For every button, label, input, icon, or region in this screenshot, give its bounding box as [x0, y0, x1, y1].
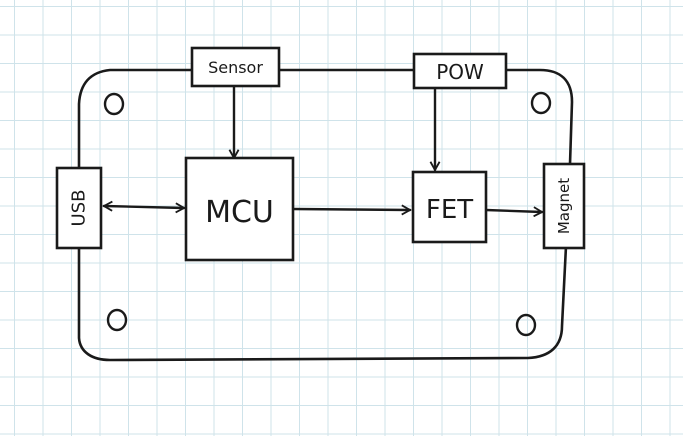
mounting-hole-top-right	[530, 91, 552, 115]
mcu-block: MCU	[184, 156, 295, 262]
arrow-mcu-to-fet	[291, 209, 410, 210]
fet-block: FET	[411, 170, 488, 244]
mounting-hole-top-left	[103, 92, 125, 116]
sensor-label: Sensor	[208, 58, 263, 77]
pow-label: POW	[436, 60, 484, 84]
sensor-block: Sensor	[190, 46, 281, 88]
mounting-hole-bottom-right	[515, 313, 537, 337]
usb-label: USB	[69, 190, 90, 227]
board-outline	[77, 68, 574, 362]
mcu-label: MCU	[205, 195, 274, 230]
magnet-block: Magnet	[542, 162, 586, 250]
magnet-label: Magnet	[555, 178, 573, 234]
fet-label: FET	[426, 195, 473, 225]
pow-block: POW	[412, 52, 508, 90]
arrow-fet-to-magnet	[484, 210, 542, 212]
arrow-usb-mcu-bidirectional	[104, 206, 184, 208]
usb-block: USB	[55, 166, 103, 250]
mounting-hole-bottom-left	[106, 308, 128, 332]
